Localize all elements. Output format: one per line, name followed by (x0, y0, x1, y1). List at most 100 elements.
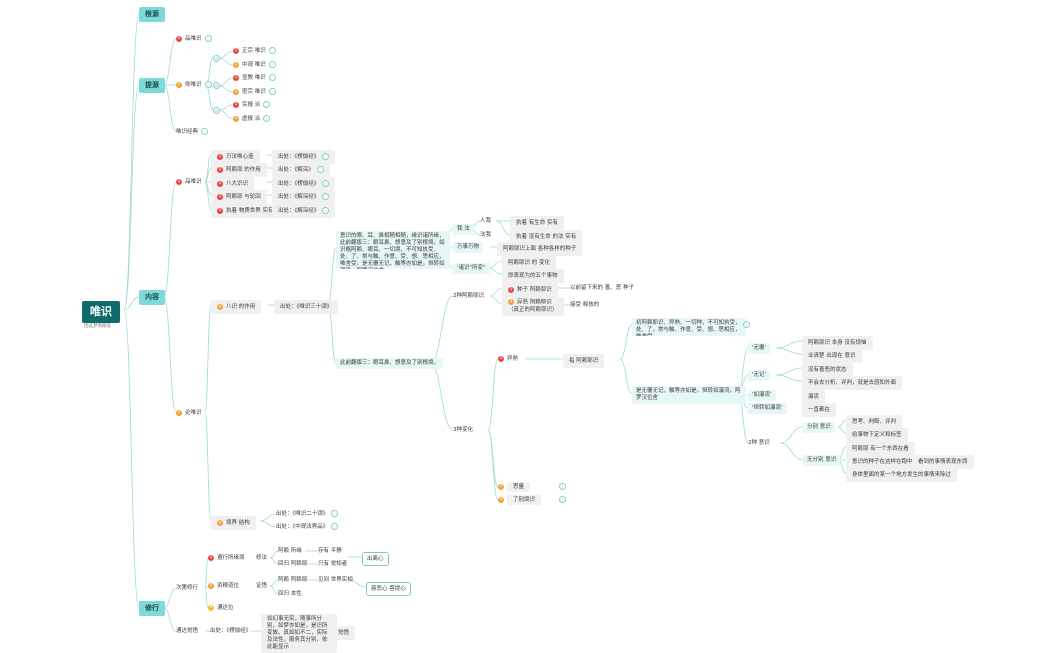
wuji-item[interactable]: 不会去分析、评判，就是去感知外面 (802, 376, 903, 390)
wufenbie-node[interactable]: 无分别 意识 (803, 455, 841, 466)
pin-source[interactable]: 出处：《楞伽经》- (272, 177, 336, 191)
r1-item[interactable]: 阿赖 所缘 (278, 548, 302, 554)
two-alaya-node[interactable]: 2种阿赖耶识 (453, 293, 484, 299)
hub-icon[interactable]: o (213, 107, 220, 114)
jingjie-source[interactable]: 出处：《中观法界品》- (276, 522, 339, 532)
verse-a[interactable]: 初阿赖耶识、异熟、一切种，不可知执受，处、了，常与触、作意、受、想、思相应，唯舍… (632, 318, 746, 336)
jingjie-source[interactable]: 出处：《唯识二十颂》- (276, 509, 339, 519)
wuji-node[interactable]: '无记' (748, 370, 771, 381)
collapse-icon[interactable]: - (322, 193, 330, 200)
collapse-icon[interactable]: - (263, 115, 271, 122)
pin-source[interactable]: 出处：《楞伽经》- (272, 150, 336, 164)
suobian-node[interactable]: '诸识"所变" (453, 263, 490, 274)
collapse-icon[interactable]: - (268, 47, 276, 54)
collapse-icon[interactable]: - (559, 496, 566, 503)
bashi-summary[interactable]: 此前翻版三：眼耳鼻、想意及了别根境。 (336, 358, 444, 369)
section-xiuxing[interactable]: 修行 (139, 601, 165, 616)
collapse-icon[interactable]: - (268, 88, 276, 95)
hengzhuan-node[interactable]: '恒转如瀑流' (748, 403, 787, 414)
ruliu-node[interactable]: '如瀑流' (748, 390, 776, 401)
jiaoyin-node[interactable]: 通达觉悟 (176, 628, 199, 634)
fenbie-node[interactable]: 分别 意识 (803, 422, 835, 433)
poem-tail[interactable]: 觉悟 (332, 626, 356, 640)
yishu-desc[interactable]: 接受 释放的 (570, 302, 600, 308)
tiyuan-jiyuan[interactable]: 唯识经典- (176, 127, 209, 137)
section-genyuan[interactable]: 根源 (139, 7, 165, 22)
collapse-icon[interactable]: - (743, 321, 750, 328)
collapse-icon[interactable]: - (331, 523, 339, 530)
wofa-node[interactable]: 我 法 (453, 224, 474, 235)
collapse-icon[interactable]: - (316, 166, 324, 173)
fawo-desc[interactable]: 执着 没有生命 的法 实有 (510, 230, 583, 244)
xiuxing-tag[interactable]: 证悟 (256, 583, 268, 589)
r2b-item[interactable]: 见到 世界实相 (318, 577, 353, 583)
root-node[interactable]: 唯识 (82, 301, 120, 323)
cibei-node[interactable]: 慈悲心 菩提心 (366, 582, 411, 596)
wufenbie-item[interactable]: 阿赖耶 有一个东西在看 (846, 442, 915, 456)
wufenbie-tail[interactable]: 看到的事情表现东西 (912, 455, 974, 469)
pin-source[interactable]: 出处：《解深经》- (272, 204, 336, 218)
bashi-verse[interactable]: 意识的眼、耳、鼻相随相随，缘识诸所缘，此前翻版三：眼耳鼻、想意及了别根境。如识略… (336, 231, 450, 269)
pin-source[interactable]: 出处：《解深经》- (272, 190, 336, 204)
suobian-item[interactable]: 即表现为的五个事物 (502, 269, 564, 283)
three-change-node[interactable]: 3种变化 (453, 427, 473, 433)
wufenbie-item[interactable]: 身体里面的某一个地方发生的事情来除过 (846, 468, 958, 482)
chuli-node[interactable]: 出离心 (362, 552, 389, 566)
poem-verse[interactable]: 如幻事无实，随事所分别，如梦亦如是，是识所变故。真如如不二，实际及法性，服务其分… (261, 614, 337, 653)
renwo-label[interactable]: 人我 (480, 218, 492, 224)
collapse-icon[interactable]: - (559, 483, 566, 490)
yishu-branch-desc[interactable]: 指 阿赖耶识 (563, 354, 605, 368)
hub-icon[interactable]: o (213, 82, 220, 89)
wuji-item[interactable]: 没有善恶的状态 (802, 363, 853, 377)
cidi-node[interactable]: 次第修行 (176, 585, 199, 591)
bashi-source[interactable]: 出处：《唯识三十颂》 (274, 300, 339, 314)
section-tiyuan[interactable]: 提源 (139, 78, 165, 93)
wufenbie-item[interactable]: 意识的种子在这样在跑中 (846, 455, 919, 469)
hub-icon[interactable]: o (213, 55, 220, 62)
r1-item[interactable]: 回归 阿赖耶 (278, 561, 308, 567)
r1b-item[interactable]: 存有 平静 (318, 548, 342, 554)
collapse-icon[interactable]: - (331, 510, 339, 517)
wufu-node[interactable]: '无覆' (748, 343, 771, 354)
wufu-item[interactable]: 阿赖耶识 本身 没有烦恼 (802, 336, 873, 350)
wufu-item[interactable]: 业清楚 出现在 意识 (802, 349, 862, 363)
xiuxing-tag[interactable]: 修法 (256, 555, 268, 561)
collapse-icon[interactable]: - (322, 180, 330, 187)
section-neirong[interactable]: 内容 (139, 290, 165, 305)
fawo-label[interactable]: 法我 (480, 232, 492, 238)
hengzhuan-desc[interactable]: 一直都在 (802, 403, 837, 417)
collapse-icon[interactable]: - (322, 153, 330, 160)
suobian-item[interactable]: 阿赖耶识 的 变化 (502, 256, 556, 270)
collapse-icon[interactable]: - (268, 74, 276, 81)
r2-item[interactable]: 回归 本性 (278, 591, 302, 597)
collapse-icon[interactable]: - (322, 207, 330, 214)
fenbie-item[interactable]: 给事物下定义和标签 (846, 428, 908, 442)
collapse-icon[interactable]: - (204, 81, 212, 88)
ruliu-desc[interactable]: 瀑流 (802, 390, 826, 404)
fenbie-item[interactable]: 思考、判断、评判 (846, 415, 903, 429)
r2-item[interactable]: 阿赖 阿赖耶 (278, 577, 308, 583)
collapse-icon[interactable]: - (263, 101, 271, 108)
pin-source[interactable]: 出处：《解深》- (272, 163, 330, 177)
